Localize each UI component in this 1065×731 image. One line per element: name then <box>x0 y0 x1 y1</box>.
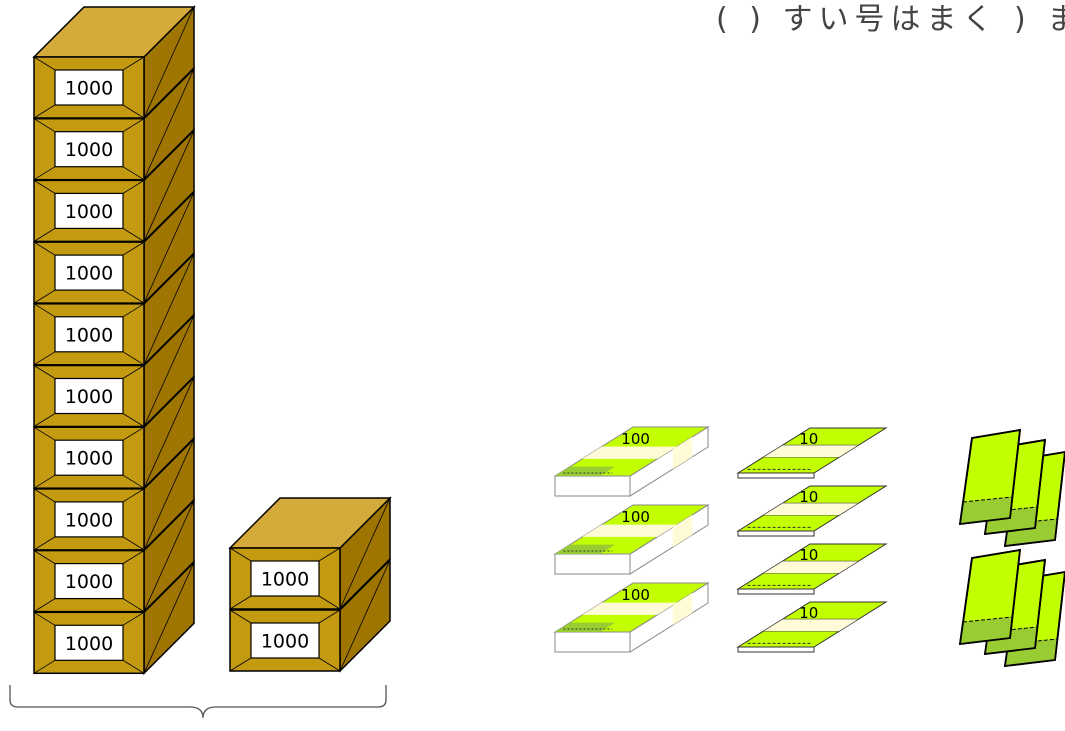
box-label-plate <box>54 439 124 476</box>
single-bill <box>958 428 1022 526</box>
hundred-label: 100 <box>621 586 650 604</box>
thousand-box: 1000 <box>33 66 195 182</box>
thousand-box: 1000 <box>33 190 195 305</box>
box-label: 1000 <box>65 324 113 346</box>
box-label: 1000 <box>65 139 113 161</box>
page-caption: ( ) すい号はまく ) ま <box>716 2 1065 37</box>
box-label: 1000 <box>65 448 113 470</box>
ten-bundle: 10 <box>736 601 888 653</box>
ten-bundle: 10 <box>736 485 888 537</box>
box-label-plate <box>54 192 124 229</box>
box-label: 1000 <box>65 201 113 223</box>
box-label: 1000 <box>261 569 309 591</box>
box-label-plate <box>54 316 124 353</box>
ten-label: 10 <box>799 546 818 564</box>
box-label: 1000 <box>65 509 113 531</box>
ten-label: 10 <box>799 430 818 448</box>
ten-label: 10 <box>799 488 818 506</box>
ten-bundle: 10 <box>736 543 888 595</box>
thousand-box: 1000 <box>33 375 195 491</box>
thousand-box: 1000 <box>33 498 195 614</box>
box-label-plate <box>54 69 124 106</box>
thousand-box: 1000 <box>32 5 196 120</box>
thousand-box: 1000 <box>33 313 195 429</box>
ten-bundles: 10 10 10 10 <box>736 427 888 653</box>
hundred-bundles: 100 100 100 <box>553 426 710 653</box>
right-box-stack: 1000 1000 <box>228 496 392 673</box>
box-label-plate <box>54 501 124 538</box>
box-label-plate <box>250 560 320 597</box>
hundred-label: 100 <box>621 430 650 448</box>
thousand-box: 1000 <box>33 128 195 244</box>
box-label-plate <box>250 622 320 659</box>
left-box-stack: 1000 1000 1000 1000 1000 1000 1000 1000 1000 1000 <box>32 5 196 676</box>
grouping-brace <box>9 685 387 719</box>
thousand-box: 1000 <box>229 558 391 673</box>
hundred-label: 100 <box>621 508 650 526</box>
box-label-plate <box>54 377 124 415</box>
thousand-box: 1000 <box>228 496 392 611</box>
box-label: 1000 <box>65 263 113 285</box>
box-label-plate <box>54 254 124 291</box>
box-label: 1000 <box>65 571 113 593</box>
box-label: 1000 <box>65 386 113 408</box>
thousand-box: 1000 <box>33 251 195 367</box>
hundred-bundle: 100 <box>553 582 710 653</box>
ten-bundle: 10 <box>736 427 888 479</box>
hundred-bundle: 100 <box>553 504 710 575</box>
box-label-plate <box>54 131 124 168</box>
single-bill-groups <box>958 428 1065 668</box>
box-label: 1000 <box>65 78 113 100</box>
box-label-plate <box>54 562 124 600</box>
single-bill <box>958 548 1022 646</box>
hundred-bundle: 100 <box>553 426 710 497</box>
box-label: 1000 <box>65 633 113 655</box>
thousand-box: 1000 <box>33 560 195 676</box>
box-label: 1000 <box>261 631 309 653</box>
ten-label: 10 <box>799 604 818 622</box>
box-label-plate <box>54 624 124 661</box>
